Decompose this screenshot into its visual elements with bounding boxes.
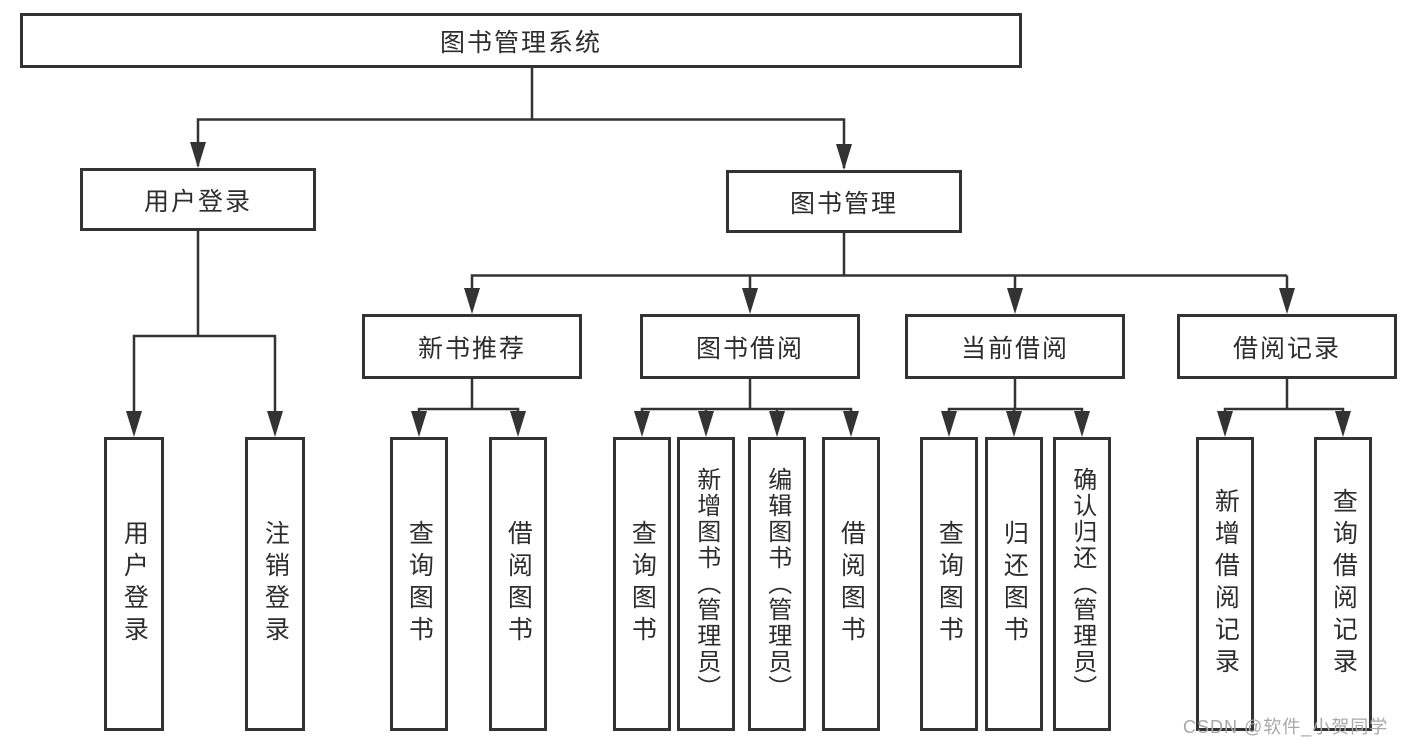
leaf-borrow-books-recommend: 借阅图书	[489, 437, 547, 731]
leaf-add-borrowing-record: 新增借阅记录	[1196, 437, 1254, 731]
node-book-management: 图书管理	[726, 170, 962, 233]
leaf-query-books-recommend: 查询图书	[390, 437, 448, 731]
node-current-borrowing: 当前借阅	[905, 314, 1125, 379]
leaf-logout: 注销登录	[245, 437, 305, 731]
leaf-user-login: 用户登录	[104, 437, 164, 731]
arrowheads	[126, 142, 1351, 437]
node-new-book-recommendation: 新书推荐	[362, 314, 582, 379]
node-borrowing-records: 借阅记录	[1177, 314, 1397, 379]
csdn-watermark: CSDN @软件_小贺同学	[1183, 717, 1389, 737]
leaf-query-books-current: 查询图书	[920, 437, 978, 731]
leaf-return-books: 归还图书	[985, 437, 1043, 731]
node-user-login: 用户登录	[80, 168, 316, 231]
node-book-borrowing: 图书借阅	[640, 314, 860, 379]
leaf-query-borrowing-record: 查询借阅记录	[1314, 437, 1372, 731]
leaf-query-books-borrowing: 查询图书	[613, 437, 671, 731]
node-borrowing-records-label: 借阅记录	[1232, 334, 1341, 363]
node-book-borrowing-label: 图书借阅	[695, 334, 804, 363]
node-book-management-label: 图书管理	[789, 189, 898, 218]
leaf-confirm-return-admin: 确认归还（管理员）	[1053, 437, 1111, 731]
leaf-add-books-admin: 新增图书（管理员）	[677, 437, 735, 731]
node-current-borrowing-label: 当前借阅	[960, 334, 1069, 363]
node-root-label: 图书管理系统	[439, 28, 602, 57]
leaf-borrow-books-borrowing: 借阅图书	[822, 437, 880, 731]
node-user-login-label: 用户登录	[143, 187, 252, 216]
leaf-edit-books-admin: 编辑图书（管理员）	[748, 437, 806, 731]
node-root-system: 图书管理系统	[20, 13, 1022, 68]
node-new-book-recommendation-label: 新书推荐	[417, 334, 526, 363]
